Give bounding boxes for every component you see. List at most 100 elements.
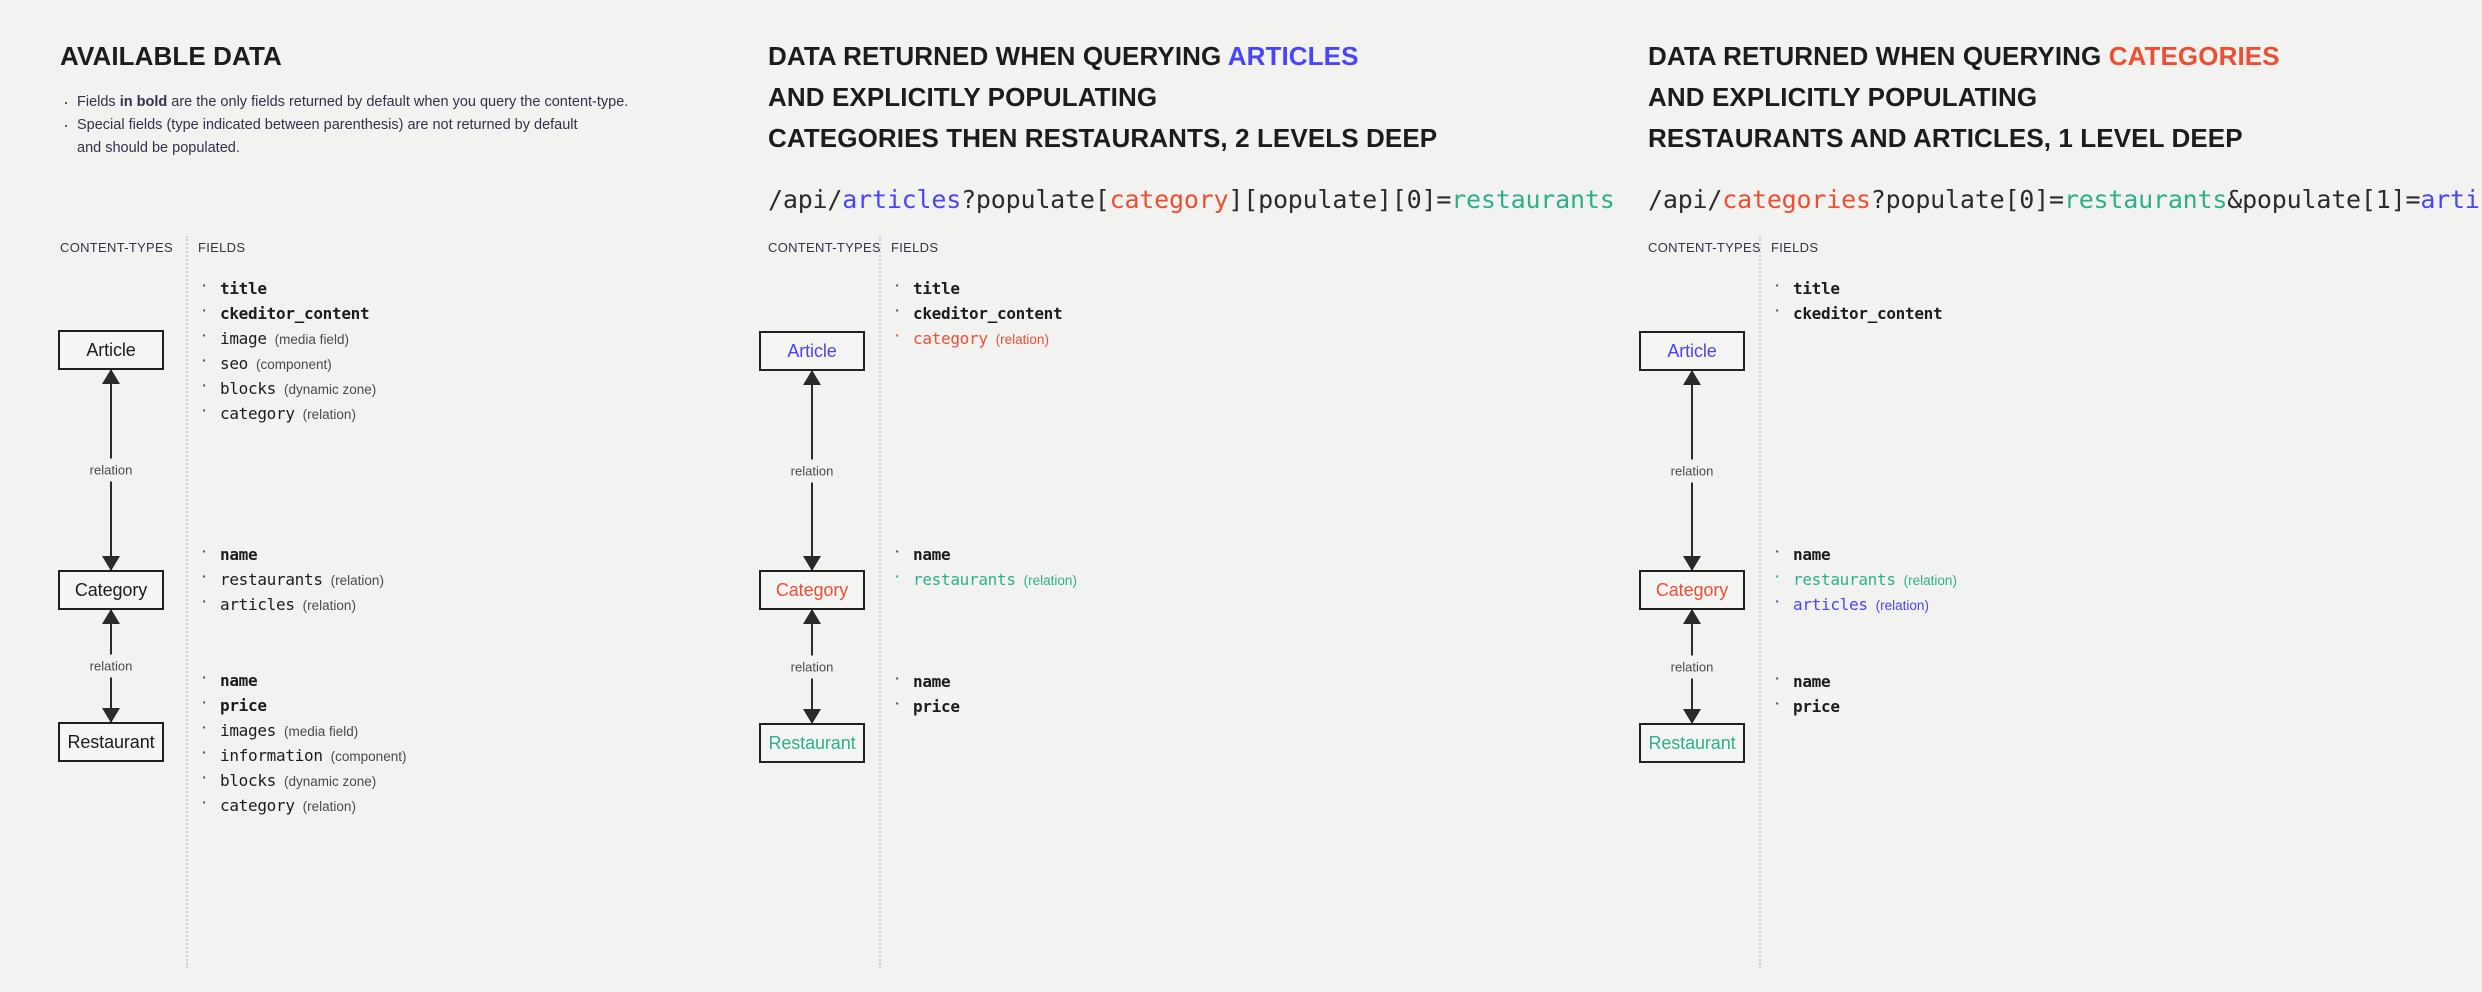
panel-2-title-line1-pre: DATA RETURNED WHEN QUERYING bbox=[768, 41, 1228, 71]
api-query-segment: &populate[1]= bbox=[2227, 185, 2421, 215]
field-name: name bbox=[1793, 545, 1831, 564]
field-name: category bbox=[220, 404, 295, 423]
label-fields: FIELDS bbox=[1771, 240, 1819, 255]
label-fields: FIELDS bbox=[198, 240, 246, 255]
field-name: information bbox=[220, 746, 323, 765]
node-category[interactable]: Category bbox=[58, 570, 164, 610]
panel-1-header: AVAILABLE DATA Fields in bold are the on… bbox=[60, 0, 728, 159]
field-type: (component) bbox=[256, 357, 332, 372]
field-type: (relation) bbox=[1875, 598, 1929, 613]
legend-note-post: are the only fields returned by default … bbox=[167, 94, 629, 111]
field-name: title bbox=[913, 279, 960, 298]
panel-3-title-line3: RESTAURANTS AND ARTICLES, 1 LEVEL DEEP bbox=[1648, 123, 2243, 154]
arrow-head-up-icon bbox=[102, 609, 120, 624]
connector-label-relation: relation bbox=[83, 654, 139, 678]
field-group-article: title ckeditor_content category(relation) bbox=[891, 275, 1063, 355]
node-category[interactable]: Category bbox=[759, 570, 865, 610]
panel-3-title-line2: AND EXPLICITLY POPULATING bbox=[1648, 82, 2038, 113]
panel-2-title: DATA RETURNED WHEN QUERYING ARTICLES AND … bbox=[768, 36, 1608, 159]
field-item: category(relation) bbox=[198, 400, 376, 427]
node-restaurant[interactable]: Restaurant bbox=[1639, 723, 1745, 763]
label-content-types: CONTENT-TYPES bbox=[768, 240, 881, 255]
panel-2-title-accent: ARTICLES bbox=[1227, 41, 1359, 71]
field-group-restaurant: namepriceimages(media field)information(… bbox=[198, 667, 407, 822]
field-item: category(relation) bbox=[198, 792, 406, 819]
node-category[interactable]: Category bbox=[1639, 570, 1745, 610]
label-content-types: CONTENT-TYPES bbox=[1648, 240, 1761, 255]
legend-note-special-fields: Special fields (type indicated between p… bbox=[60, 112, 728, 159]
field-item: seo (component) bbox=[198, 350, 376, 377]
field-name: name bbox=[220, 671, 258, 690]
field-name: name bbox=[913, 672, 951, 691]
field-name: name bbox=[913, 545, 951, 564]
arrow-head-up-icon bbox=[1683, 370, 1701, 385]
field-type: (dynamic zone) bbox=[284, 774, 377, 789]
field-name: images bbox=[220, 721, 276, 740]
panel-1-dotted-divider bbox=[186, 236, 188, 968]
panel-2-dotted-divider bbox=[879, 236, 881, 968]
field-item: image(media field) bbox=[198, 325, 376, 352]
field-type: (media field) bbox=[274, 332, 349, 347]
api-query-segment: /api/ bbox=[768, 185, 843, 215]
node-article[interactable]: Article bbox=[58, 330, 164, 370]
arrow-head-up-icon bbox=[102, 369, 120, 384]
node-article[interactable]: Article bbox=[1639, 331, 1745, 371]
field-name: restaurants bbox=[220, 570, 323, 589]
panel-2-title-line2: AND EXPLICITLY POPULATING bbox=[768, 82, 1158, 113]
connector-category-restaurant: relation bbox=[784, 609, 840, 724]
arrow-head-up-icon bbox=[803, 609, 821, 624]
field-item: name bbox=[198, 667, 406, 694]
panel-3-title-line1-pre: DATA RETURNED WHEN QUERYING bbox=[1648, 41, 2109, 71]
field-item: restaurants(relation) bbox=[891, 566, 1077, 593]
node-article[interactable]: Article bbox=[759, 331, 865, 371]
field-name: name bbox=[1793, 672, 1831, 691]
api-query-articles[interactable]: /api/articles?populate[category][populat… bbox=[768, 185, 1615, 215]
connector-article-category: relation bbox=[784, 370, 840, 571]
api-query-segment: restaurants bbox=[1451, 185, 1615, 215]
field-type: (relation) bbox=[330, 573, 384, 588]
field-item: restaurants (relation) bbox=[1771, 566, 1957, 593]
node-restaurant[interactable]: Restaurant bbox=[759, 723, 865, 763]
api-query-segment: ?populate[ bbox=[961, 185, 1110, 215]
field-type: (relation) bbox=[302, 598, 356, 613]
panel-1-diagram: Article Category Restaurant relation rel… bbox=[0, 236, 728, 992]
field-name: ckeditor_content bbox=[1793, 304, 1943, 323]
panel-2-header: DATA RETURNED WHEN QUERYING ARTICLES AND … bbox=[768, 0, 1615, 215]
api-query-segment: ?populate[0]= bbox=[1870, 185, 2064, 215]
field-type: (component) bbox=[330, 749, 407, 764]
panel-2-title-line3: CATEGORIES THEN RESTAURANTS, 2 LEVELS DE… bbox=[768, 123, 1438, 154]
connector-label-relation: relation bbox=[784, 459, 840, 482]
field-item: name bbox=[1771, 668, 1840, 695]
legend-note-pre: Fields bbox=[77, 94, 120, 111]
field-name: price bbox=[1793, 697, 1840, 716]
arrow-head-down-icon bbox=[1683, 556, 1701, 571]
field-name: blocks bbox=[220, 771, 276, 790]
field-item: information (component) bbox=[198, 742, 407, 769]
page-title: AVAILABLE DATA bbox=[60, 41, 282, 71]
field-group-restaurant: name price bbox=[1771, 668, 1840, 723]
field-type: (relation) bbox=[995, 332, 1049, 347]
field-item: restaurants (relation) bbox=[198, 566, 384, 593]
api-query-categories[interactable]: /api/categories?populate[0]=restaurants&… bbox=[1648, 185, 2482, 214]
field-name: restaurants bbox=[1793, 570, 1896, 589]
field-item: category(relation) bbox=[891, 325, 1062, 352]
field-item: blocks (dynamic zone) bbox=[198, 767, 406, 794]
node-restaurant[interactable]: Restaurant bbox=[58, 722, 164, 762]
field-item: name bbox=[891, 541, 1077, 568]
field-name: ckeditor_content bbox=[220, 304, 370, 323]
field-name: ckeditor_content bbox=[913, 304, 1063, 323]
field-type: (relation) bbox=[1023, 573, 1077, 588]
field-type: (relation) bbox=[1903, 573, 1957, 588]
arrow-head-down-icon bbox=[102, 556, 120, 571]
field-item: ckeditor_content bbox=[198, 300, 376, 327]
field-name: seo bbox=[220, 354, 248, 373]
panel-3-dotted-divider bbox=[1759, 236, 1761, 968]
panel-2-diagram: Article Category Restaurant relation rel… bbox=[728, 236, 1608, 992]
field-item: articles(relation) bbox=[198, 591, 384, 618]
field-item: name bbox=[198, 541, 384, 568]
field-item: title bbox=[891, 275, 1062, 302]
field-group-article: titleckeditor_content bbox=[1771, 275, 1943, 330]
connector-label-relation: relation bbox=[83, 458, 139, 482]
field-item: title bbox=[198, 275, 376, 302]
